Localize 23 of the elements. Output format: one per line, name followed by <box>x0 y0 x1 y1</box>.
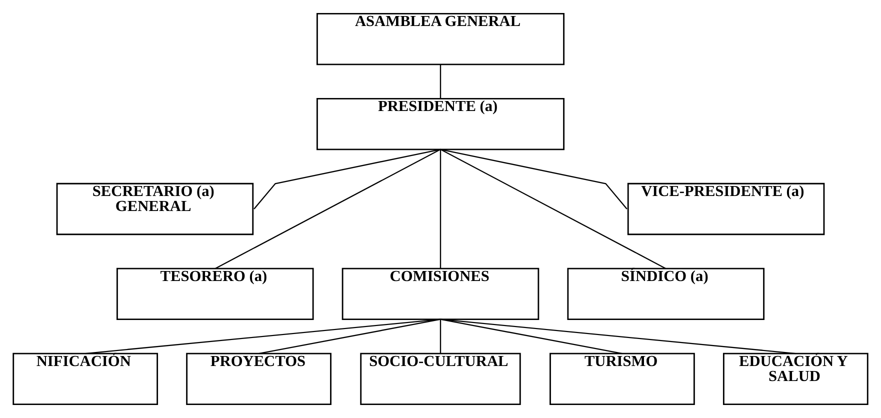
node-box: PRESIDENTE (a) <box>316 98 565 150</box>
node-box: TURISMO <box>550 352 695 405</box>
connector <box>254 148 441 210</box>
connector <box>214 148 441 270</box>
node-box: PROYECTOS <box>186 352 332 405</box>
node-box: SÍNDICO (a) <box>567 268 765 320</box>
connector <box>440 148 666 270</box>
connector <box>440 318 796 354</box>
connector <box>258 318 441 354</box>
node-box: TESORERO (a) <box>116 268 314 320</box>
connector <box>440 149 442 269</box>
node-box: EDUCACIÓN Y SALUD <box>722 352 868 405</box>
node-box: ASAMBLEA GENERAL <box>316 13 565 66</box>
node-box: SECRETARIO (a) GENERAL <box>56 182 254 236</box>
connector <box>440 148 628 210</box>
connector <box>85 318 441 354</box>
node-box: VICE-PRESIDENTE (a) <box>627 182 825 236</box>
connector <box>440 64 442 99</box>
node-box: COMISIONES <box>342 268 540 320</box>
connector <box>440 318 622 354</box>
connector <box>440 319 442 354</box>
node-box: NIFICACIÓN <box>12 352 158 405</box>
node-box: SOCIO-CULTURAL <box>360 352 521 405</box>
